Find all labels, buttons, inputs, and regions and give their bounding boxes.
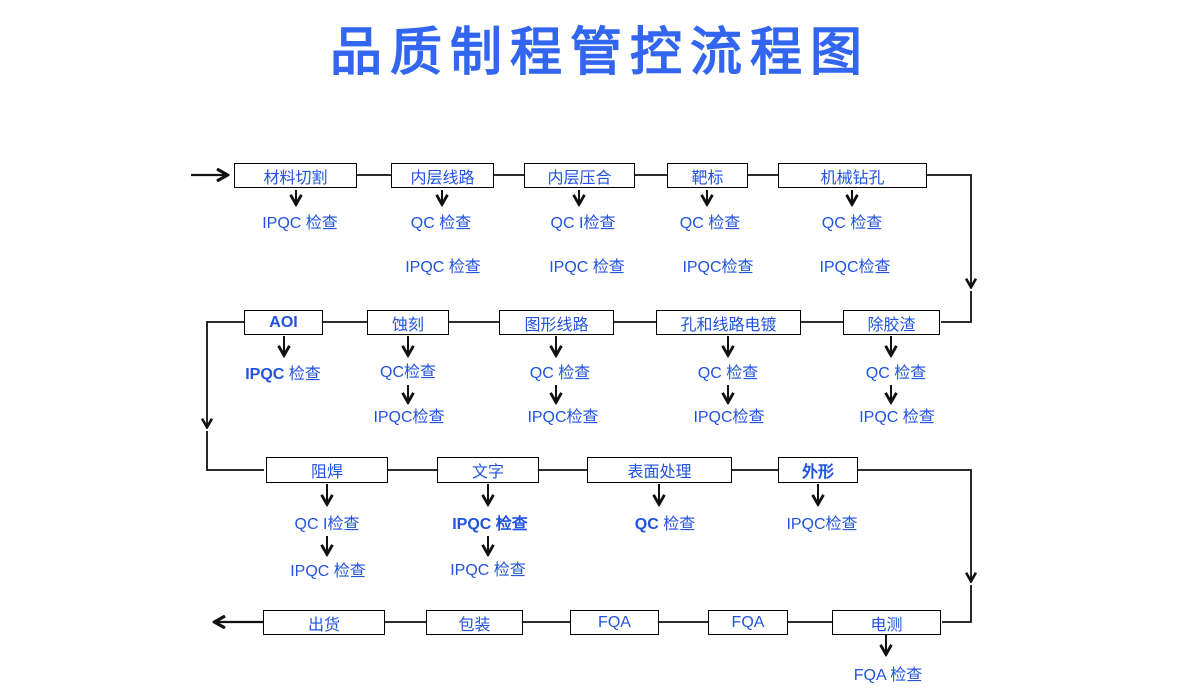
check-label: IPQC检查 [693, 409, 765, 426]
node-target-mark: 靶标 [667, 163, 748, 188]
check-label: QC 检查 [634, 516, 696, 533]
check-label: QC 检查 [865, 365, 927, 382]
node-surface-finish: 表面处理 [587, 457, 732, 483]
check-label: IPQC检查 [373, 409, 445, 426]
check-label: QC 检查 [679, 215, 741, 232]
check-label: IPQC检查 [682, 259, 754, 276]
node-packing: 包装 [426, 610, 523, 635]
node-etching: 蚀刻 [367, 310, 449, 335]
node-inner-layer-lamination: 内层压合 [524, 163, 635, 188]
check-label: IPQC 检查 [549, 259, 625, 276]
row2-to-row3-arrow [207, 321, 244, 426]
node-shipping: 出货 [263, 610, 385, 635]
check-label: IPQC 检查 [452, 516, 528, 533]
check-label: IPQC 检查 [290, 563, 366, 580]
check-label: IPQC 检查 [262, 215, 338, 232]
row-connectors [323, 174, 843, 623]
elbow-connectors [207, 174, 971, 623]
node-desmear: 除胶渣 [843, 310, 940, 335]
node-mechanical-drilling: 机械钻孔 [778, 163, 927, 188]
check-label: IPQC 检查 [450, 562, 526, 579]
node-pattern-circuit: 图形线路 [499, 310, 614, 335]
page-title: 品质制程管控流程图 [329, 25, 870, 82]
check-label: QC检查 [379, 364, 437, 381]
node-aoi: AOI [244, 310, 323, 335]
check-label: QC I检查 [550, 215, 616, 232]
check-label: QC 检查 [697, 365, 759, 382]
check-label: IPQC检查 [819, 259, 891, 276]
node-silkscreen-text: 文字 [437, 457, 539, 483]
node-electrical-test: 电测 [832, 610, 941, 635]
node-fqa-2: FQA [708, 610, 788, 635]
row1-to-row2-arrow [927, 174, 971, 286]
check-label: QC 检查 [410, 215, 472, 232]
node-material-cutting: 材料切割 [234, 163, 357, 188]
check-label: IPQC 检查 [245, 366, 321, 383]
check-label: QC 检查 [529, 365, 591, 382]
check-label: IPQC检查 [786, 516, 858, 533]
row3-to-row4-arrow [858, 469, 971, 580]
node-fqa-1: FQA [570, 610, 659, 635]
check-label: QC I检查 [294, 516, 360, 533]
check-label: IPQC 检查 [405, 259, 481, 276]
check-label: IPQC检查 [527, 409, 599, 426]
node-inner-layer-circuit: 内层线路 [391, 163, 494, 188]
check-label: IPQC 检查 [859, 409, 935, 426]
check-label: QC 检查 [821, 215, 883, 232]
node-hole-and-circuit-plating: 孔和线路电镀 [656, 310, 801, 335]
node-solder-mask: 阻焊 [266, 457, 388, 483]
node-profile: 外形 [778, 457, 858, 483]
check-label: FQA 检查 [853, 667, 923, 684]
entry-exit-arrows [191, 175, 263, 622]
